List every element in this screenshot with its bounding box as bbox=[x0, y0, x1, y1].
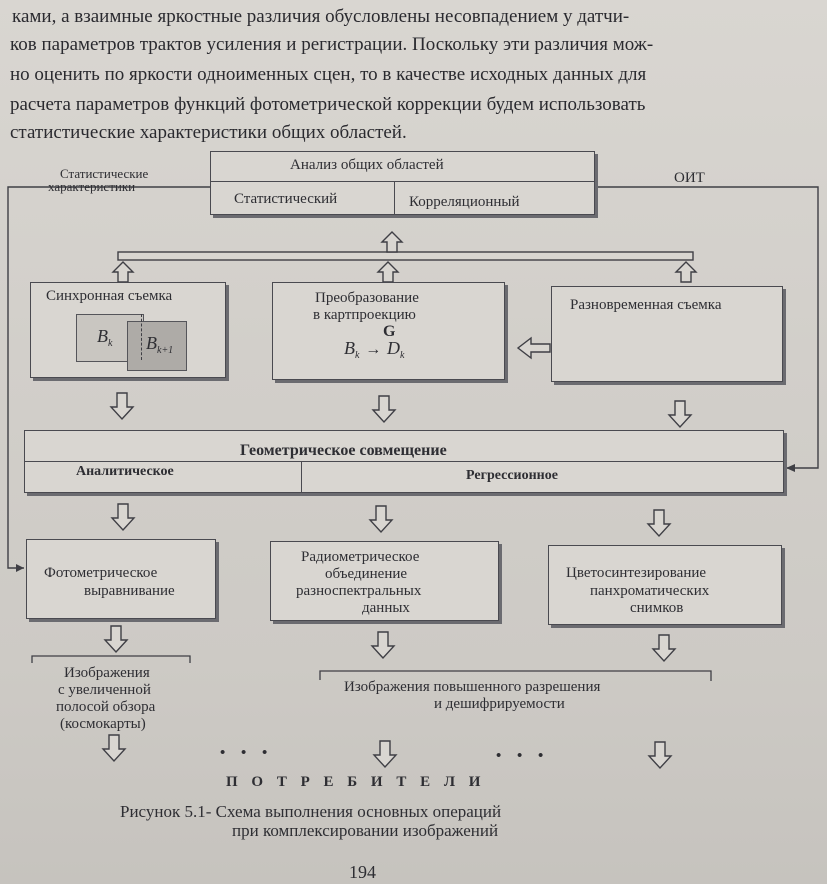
geometry-analytic: Аналитическое bbox=[76, 464, 174, 479]
analysis-statistical: Статистический bbox=[234, 191, 338, 207]
output-left-line1: Изображения bbox=[64, 665, 150, 681]
radiometric-box bbox=[270, 541, 499, 621]
multitime-box bbox=[551, 286, 783, 382]
photometric-box bbox=[26, 539, 216, 619]
photometric-line1: Фотометрическое bbox=[44, 565, 158, 581]
radiometric-line2: объединение bbox=[325, 566, 408, 582]
color-line1: Цветосинтезирование bbox=[566, 565, 707, 581]
sync-frame-bk1 bbox=[127, 321, 187, 371]
geometry-regression: Регрессионное bbox=[466, 468, 558, 483]
stat-label-line2: характеристики bbox=[48, 179, 136, 194]
transform-line1: Преобразование bbox=[315, 290, 419, 306]
oit-label: ОИТ bbox=[674, 170, 705, 186]
consumers-label: П О Т Р Е Б И Т Е Л И bbox=[226, 774, 486, 790]
transform-formula: Bk → Dk bbox=[344, 338, 405, 361]
paragraph-line-2: ков параметров трактов усиления и регист… bbox=[10, 34, 654, 55]
output-right-line1: Изображения повышенного разрешения bbox=[344, 679, 601, 695]
paragraph-line-3: но оценить по яркости одноименных сцен, … bbox=[10, 64, 647, 85]
photometric-line2: выравнивание bbox=[84, 583, 175, 599]
dots-left: • • • bbox=[220, 745, 274, 761]
dots-right: • • • bbox=[496, 748, 550, 764]
analysis-box bbox=[210, 151, 595, 215]
color-line3: снимков bbox=[630, 600, 684, 616]
sync-bk-label: Bk bbox=[97, 326, 113, 349]
caption-line2: при комплексировании изображений bbox=[232, 821, 499, 840]
output-left-line4: (космокарты) bbox=[60, 716, 146, 732]
radiometric-line1: Радиометрическое bbox=[301, 549, 420, 565]
paragraph-line-4: расчета параметров функций фотометрическ… bbox=[10, 94, 646, 115]
geometry-box bbox=[24, 430, 784, 493]
transform-box bbox=[272, 282, 505, 380]
sync-title: Синхронная съемка bbox=[46, 288, 173, 304]
transform-operator-g: G bbox=[383, 323, 396, 340]
color-line2: панхроматических bbox=[590, 583, 710, 599]
multitime-title: Разновременная съемка bbox=[570, 297, 722, 313]
analysis-correlation: Корреляционный bbox=[409, 194, 520, 210]
transform-line2: в картпроекцию bbox=[313, 307, 416, 323]
geometry-title: Геометрическое совмещение bbox=[240, 442, 447, 459]
radiometric-line4: данных bbox=[362, 600, 410, 616]
sync-bk1-label: Bk+1 bbox=[146, 333, 174, 356]
stat-label-line1: Статистические bbox=[60, 166, 149, 181]
page-number: 194 bbox=[349, 862, 376, 882]
paragraph-line-5: статистические характеристики общих обла… bbox=[10, 122, 407, 143]
radiometric-line3: разноспектральных bbox=[296, 583, 422, 599]
output-left-line2: с увеличенной bbox=[58, 682, 151, 698]
color-synthesis-box bbox=[548, 545, 782, 625]
analysis-title: Анализ общих областей bbox=[290, 157, 444, 173]
paragraph-line-1: ками, а взаимные яркостные различия обус… bbox=[12, 6, 630, 27]
caption-line1: Рисунок 5.1- Схема выполнения основных о… bbox=[120, 802, 502, 821]
output-left-line3: полосой обзора bbox=[56, 699, 156, 715]
output-right-line2: и дешифрируемости bbox=[434, 696, 565, 712]
